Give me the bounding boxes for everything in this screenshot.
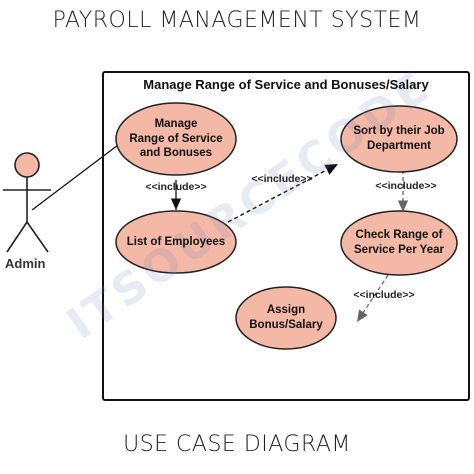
- use-case-sort-department: Sort by their Job Department: [353, 125, 445, 152]
- use-case-manage-range: Manage Range of Service and Bonuses: [129, 117, 223, 160]
- include-arrow-check-to-assign: [356, 274, 389, 323]
- use-case-sort-department-shape: [340, 105, 458, 173]
- system-boundary: [102, 71, 470, 401]
- actor-label-admin: Admin: [5, 256, 46, 271]
- include-label-sort-to-check: <<include>>: [375, 180, 437, 192]
- include-label-check-to-assign: <<include>>: [353, 289, 415, 301]
- actor-right-leg: [26, 221, 49, 253]
- use-case-assign-bonus: Assign Bonus/Salary: [249, 304, 323, 331]
- use-case-check-range: Check Range of Service Per Year: [354, 229, 444, 256]
- include-label-list-to-sort: <<include>>: [251, 173, 313, 185]
- system-boundary-label: Manage Range of Service and Bonuses/Sala…: [143, 77, 429, 92]
- include-label-manage-to-list: <<include>>: [145, 181, 207, 193]
- use-case-assign-bonus-shape: [235, 286, 337, 350]
- actor-head: [14, 152, 40, 178]
- association-line: [31, 141, 123, 211]
- use-case-check-range-shape: [340, 210, 458, 276]
- page-title: PAYROLL MANAGEMENT SYSTEM: [52, 8, 422, 33]
- actor-left-leg: [6, 221, 28, 253]
- footer-title: USE CASE DIAGRAM: [123, 432, 351, 457]
- use-case-manage-range-shape: [115, 102, 237, 176]
- use-case-list-employees: List of Employees: [126, 235, 226, 248]
- admin-actor-figure: [3, 152, 51, 253]
- use-case-list-employees-shape: [115, 210, 237, 274]
